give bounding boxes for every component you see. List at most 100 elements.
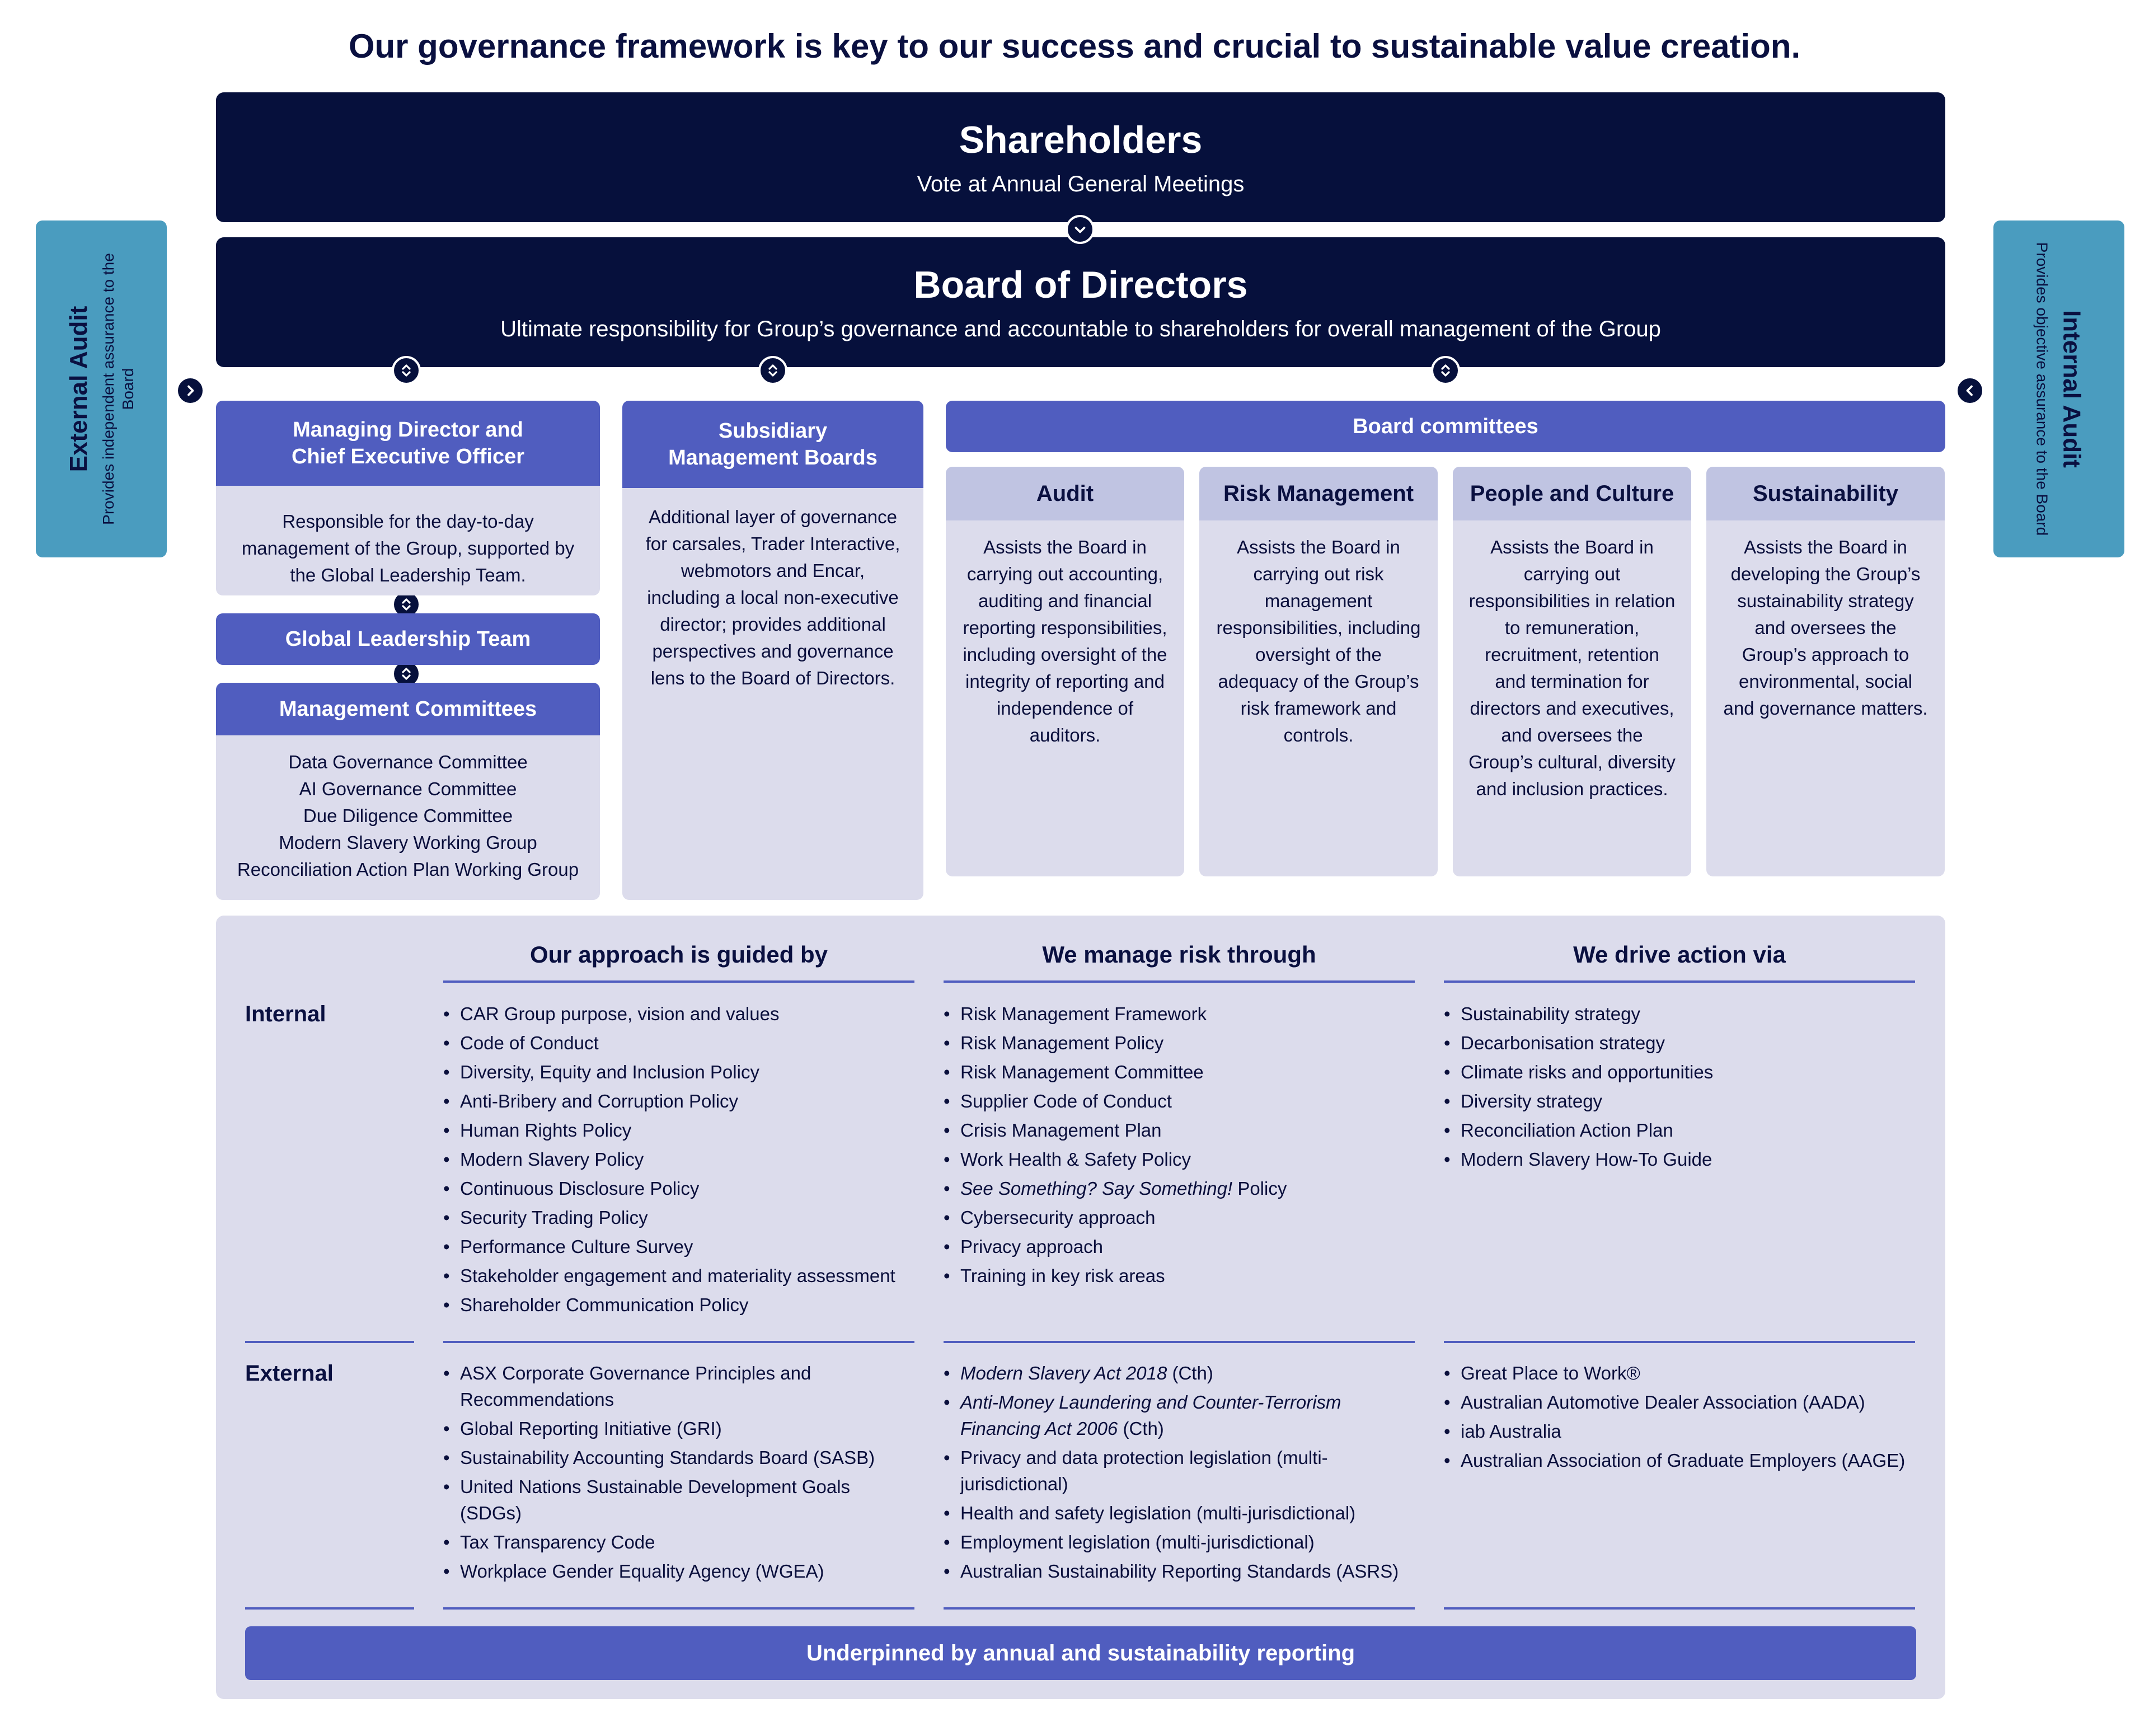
chevron-up-down-icon xyxy=(392,356,421,385)
committee-description: Assists the Board in developing the Grou… xyxy=(1723,537,1928,719)
board-committees-title: Board committees xyxy=(1353,414,1538,438)
divider xyxy=(245,1607,414,1610)
list-item: Anti-Money Laundering and Counter-Terror… xyxy=(944,1389,1415,1442)
column-heading-guided-by: Our approach is guided by xyxy=(529,941,828,968)
subsidiary-description: Additional layer of governance for carsa… xyxy=(645,506,900,688)
committee-name: Risk Management xyxy=(1199,467,1438,520)
committee-name: Audit xyxy=(946,467,1184,520)
column-heading-drive-action: We drive action via xyxy=(1573,941,1786,968)
divider xyxy=(1444,1341,1915,1343)
list-item: AI Governance Committee xyxy=(299,778,517,799)
internal-audit-subtitle: Provides objective assurance to the Boar… xyxy=(2033,242,2051,536)
external-audit-subtitle: Provides independent assurance to the Bo… xyxy=(100,253,137,525)
list-item: Great Place to Work® xyxy=(1444,1360,1915,1386)
divider xyxy=(443,1607,914,1610)
list-item: Australian Sustainability Reporting Stan… xyxy=(944,1558,1415,1584)
committee-name: Sustainability xyxy=(1706,467,1945,520)
internal-manage-risk-list: Risk Management Framework Risk Managemen… xyxy=(944,1000,1415,1291)
list-item: Modern Slavery Working Group xyxy=(279,832,537,853)
internal-drive-action-list: Sustainability strategy Decarbonisation … xyxy=(1444,1000,1915,1174)
management-committees-header: Management Committees xyxy=(216,683,600,735)
external-audit-box: External Audit Provides independent assu… xyxy=(36,220,167,557)
committee-name: People and Culture xyxy=(1453,467,1691,520)
list-item: Data Governance Committee xyxy=(288,752,528,772)
list-item: Risk Management Policy xyxy=(944,1029,1415,1058)
list-item: Risk Management Committee xyxy=(944,1058,1415,1087)
divider xyxy=(944,1607,1415,1610)
list-item: Crisis Management Plan xyxy=(944,1116,1415,1145)
list-item: Diversity, Equity and Inclusion Policy xyxy=(443,1058,914,1087)
internal-audit-box: Internal Audit Provides objective assura… xyxy=(1993,220,2124,557)
list-item: Human Rights Policy xyxy=(443,1116,914,1145)
list-item: Privacy and data protection legislation … xyxy=(944,1444,1415,1497)
md-ceo-box: Managing Director and Chief Executive Of… xyxy=(216,401,600,595)
list-item: Work Health & Safety Policy xyxy=(944,1145,1415,1174)
list-item: Shareholder Communication Policy xyxy=(443,1291,914,1320)
list-item: Reconciliation Action Plan Working Group xyxy=(237,859,579,880)
committee-risk-management: Risk Management Assists the Board in car… xyxy=(1199,467,1438,876)
list-item: Security Trading Policy xyxy=(443,1203,914,1232)
committee-description: Assists the Board in carrying out risk m… xyxy=(1216,537,1421,745)
md-ceo-header: Managing Director and Chief Executive Of… xyxy=(216,401,600,486)
list-item: Cybersecurity approach xyxy=(944,1203,1415,1232)
page-title: Our governance framework is key to our s… xyxy=(348,27,1801,65)
divider xyxy=(944,1341,1415,1343)
committee-description: Assists the Board in carrying out accoun… xyxy=(963,537,1167,745)
list-item: United Nations Sustainable Development G… xyxy=(443,1474,914,1526)
chevron-down-icon xyxy=(1066,215,1095,244)
committee-audit: Audit Assists the Board in carrying out … xyxy=(946,467,1184,876)
list-item: iab Australia xyxy=(1444,1418,1915,1444)
list-item: CAR Group purpose, vision and values xyxy=(443,1000,914,1029)
board-committees-header: Board committees xyxy=(946,401,1945,452)
list-item: Supplier Code of Conduct xyxy=(944,1087,1415,1116)
underpinned-banner: Underpinned by annual and sustainability… xyxy=(245,1626,1916,1680)
chevron-up-down-icon xyxy=(1431,356,1460,385)
divider xyxy=(1444,980,1915,983)
list-item: Health and safety legislation (multi-jur… xyxy=(944,1500,1415,1526)
italic-text: Anti-Money Laundering and Counter-Terror… xyxy=(960,1392,1341,1439)
plain-text: (Cth) xyxy=(1172,1363,1213,1383)
divider xyxy=(443,980,914,983)
subsidiary-boards-box: Subsidiary Management Boards Additional … xyxy=(622,401,923,900)
chevron-left-icon xyxy=(1955,376,1984,405)
list-item: Diversity strategy xyxy=(1444,1087,1915,1116)
divider xyxy=(944,980,1415,983)
list-item: Anti-Bribery and Corruption Policy xyxy=(443,1087,914,1116)
md-ceo-title-line2: Chief Executive Officer xyxy=(291,445,525,468)
global-leadership-team-label: Global Leadership Team xyxy=(285,627,531,651)
divider xyxy=(245,1341,414,1343)
list-item: Code of Conduct xyxy=(443,1029,914,1058)
management-committees-box: Management Committees Data Governance Co… xyxy=(216,683,600,900)
management-committees-title: Management Committees xyxy=(279,697,537,721)
list-item: ASX Corporate Governance Principles and … xyxy=(443,1360,914,1413)
list-item: Privacy approach xyxy=(944,1232,1415,1261)
row-label-external: External xyxy=(245,1361,334,1386)
underpinned-label: Underpinned by annual and sustainability… xyxy=(806,1640,1355,1665)
list-item: Global Reporting Initiative (GRI) xyxy=(443,1415,914,1442)
external-guided-by-list: ASX Corporate Governance Principles and … xyxy=(443,1360,914,1587)
divider xyxy=(443,1341,914,1343)
list-item: Training in key risk areas xyxy=(944,1261,1415,1291)
list-item: Tax Transparency Code xyxy=(443,1529,914,1555)
subsidiary-title-line2: Management Boards xyxy=(668,446,878,470)
chevron-right-icon xyxy=(176,376,205,405)
internal-guided-by-list: CAR Group purpose, vision and values Cod… xyxy=(443,1000,914,1320)
global-leadership-team-box: Global Leadership Team xyxy=(216,613,600,665)
md-ceo-title-line1: Managing Director and xyxy=(293,418,523,442)
divider xyxy=(1444,1607,1915,1610)
board-of-directors-box: Board of Directors Ultimate responsibili… xyxy=(216,237,1945,367)
shareholders-title: Shareholders xyxy=(959,118,1203,161)
external-drive-action-list: Great Place to Work® Australian Automoti… xyxy=(1444,1360,1915,1476)
list-item: Sustainability Accounting Standards Boar… xyxy=(443,1444,914,1471)
list-item: Modern Slavery How-To Guide xyxy=(1444,1145,1915,1174)
board-title: Board of Directors xyxy=(913,263,1248,306)
plain-text: (Cth) xyxy=(1123,1418,1164,1439)
list-item: Australian Association of Graduate Emplo… xyxy=(1444,1447,1915,1474)
committee-people-and-culture: People and Culture Assists the Board in … xyxy=(1453,467,1691,876)
external-audit-title: External Audit xyxy=(65,306,92,472)
board-subtitle: Ultimate responsibility for Group’s gove… xyxy=(500,316,1661,341)
subsidiary-boards-header: Subsidiary Management Boards xyxy=(622,401,923,488)
list-item: Performance Culture Survey xyxy=(443,1232,914,1261)
list-item: Climate risks and opportunities xyxy=(1444,1058,1915,1087)
column-heading-manage-risk: We manage risk through xyxy=(1042,941,1316,968)
